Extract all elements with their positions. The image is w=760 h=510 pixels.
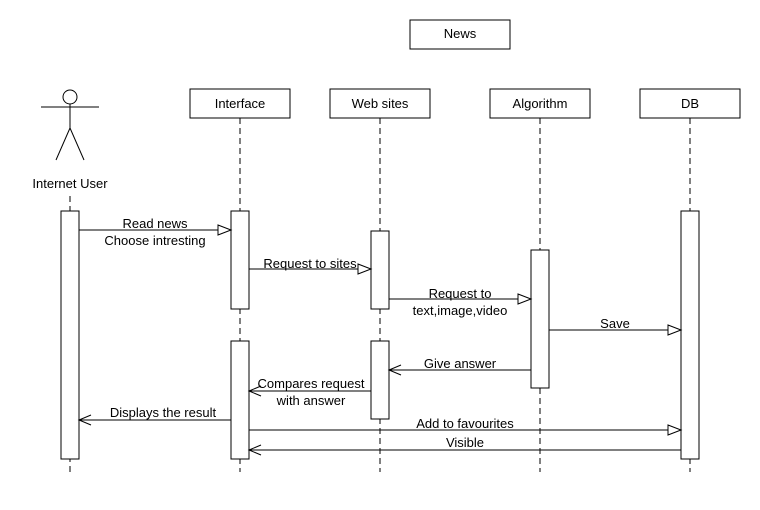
message-read-news-label-2: Choose intresting [104, 233, 205, 248]
actor-right-leg [69, 127, 85, 161]
actor-label: Internet User [32, 176, 108, 191]
message-save-label: Save [600, 316, 630, 331]
activation-db [680, 210, 700, 460]
activation-interface-2 [230, 340, 250, 460]
message-save-arrowhead [667, 324, 683, 336]
participant-web-sites: Web sites [329, 88, 431, 119]
actor-head [62, 89, 78, 105]
participant-web-sites-label: Web sites [352, 96, 409, 111]
activation-interface-1 [230, 210, 250, 310]
message-add-favourites-label: Add to favourites [416, 416, 514, 431]
message-request-sites-label: Request to sites [263, 256, 357, 271]
message-read-news-label-1: Read news [122, 216, 188, 231]
message-give-answer-label: Give answer [424, 356, 497, 371]
message-compares-label-1: Compares request [258, 376, 365, 391]
actor-left-leg [55, 127, 71, 161]
message-compares-arrowhead [247, 385, 262, 397]
participant-interface: Interface [189, 88, 291, 119]
participant-db: DB [639, 88, 741, 119]
message-visible-arrowhead [247, 444, 262, 456]
message-add-favourites-arrowhead [667, 424, 683, 436]
actor-internet-user [41, 89, 99, 161]
participant-algorithm-label: Algorithm [513, 96, 568, 111]
message-displays-result-label: Displays the result [110, 405, 217, 420]
message-request-content-label-2: text,image,video [413, 303, 508, 318]
participant-interface-label: Interface [215, 96, 266, 111]
participant-db-label: DB [681, 96, 699, 111]
message-read-news-arrowhead [217, 224, 233, 236]
message-request-content-arrowhead [517, 293, 533, 305]
diagram-title-text: News [444, 26, 477, 41]
message-compares-label-2: with answer [276, 393, 346, 408]
activation-internet-user [60, 210, 80, 460]
diagram-title: News [409, 19, 511, 50]
message-request-sites-arrowhead [357, 263, 373, 275]
activation-web-sites-1 [370, 230, 390, 310]
message-request-content-label-1: Request to [429, 286, 492, 301]
activation-web-sites-2 [370, 340, 390, 420]
participant-algorithm: Algorithm [489, 88, 591, 119]
message-visible-label: Visible [446, 435, 484, 450]
message-give-answer-arrowhead [387, 364, 402, 376]
message-displays-result-arrowhead [77, 414, 92, 426]
activation-algorithm [530, 249, 550, 389]
